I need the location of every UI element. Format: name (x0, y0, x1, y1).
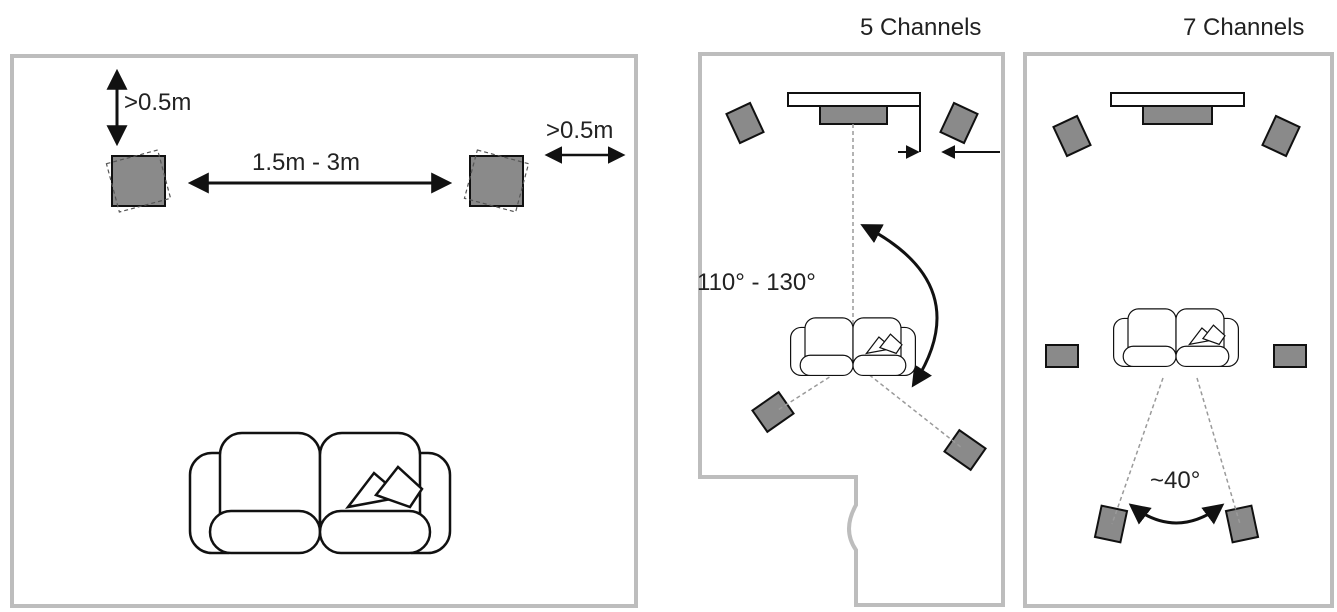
side-right-speaker-icon (1273, 344, 1307, 368)
front-left-speaker-icon (725, 101, 765, 145)
room-wall-left (10, 54, 638, 608)
front-left-speaker-icon (1052, 114, 1092, 158)
front-right-speaker-icon (1261, 114, 1301, 158)
side-clearance-label: >0.5m (546, 117, 613, 144)
front-right-speaker-icon (939, 101, 979, 145)
sofa-icon (1112, 308, 1240, 368)
side-left-speaker-icon (1045, 344, 1079, 368)
surround-angle-label: 110° - 130° (697, 269, 816, 296)
seven-channel-panel: 7 Channels ~40° (1023, 14, 1334, 608)
front-left-speaker-icon (105, 149, 172, 213)
seven-channel-title: 7 Channels (1183, 14, 1304, 41)
rear-angle-arc (1128, 503, 1225, 525)
five-channel-panel: 5 Channels 110° - 130° (697, 14, 1005, 607)
stereo-room-panel: >0.5m 1.5m - 3m >0.5m (10, 54, 638, 608)
room-wall-seven (1023, 52, 1334, 608)
rear-angle-label: ~40° (1150, 467, 1200, 494)
sofa-icon (188, 431, 452, 555)
five-channel-title: 5 Channels (860, 14, 981, 41)
tv-icon (787, 92, 921, 125)
tv-icon (1110, 92, 1245, 125)
vertical-clearance-label: >0.5m (124, 89, 191, 116)
front-right-speaker-icon (463, 149, 530, 213)
rear-left-guide-line (1111, 377, 1164, 525)
rear-right-guide-line (1196, 377, 1241, 525)
surround-left-speaker-icon (751, 390, 795, 434)
rear-left-speaker-icon (1093, 504, 1129, 544)
room-wall-five (698, 52, 1005, 607)
speaker-spacing-label: 1.5m - 3m (252, 149, 360, 176)
surround-angle-arc (860, 224, 939, 388)
sofa-icon (789, 317, 917, 377)
rear-right-speaker-icon (1224, 504, 1260, 544)
surround-right-speaker-icon (943, 428, 987, 472)
